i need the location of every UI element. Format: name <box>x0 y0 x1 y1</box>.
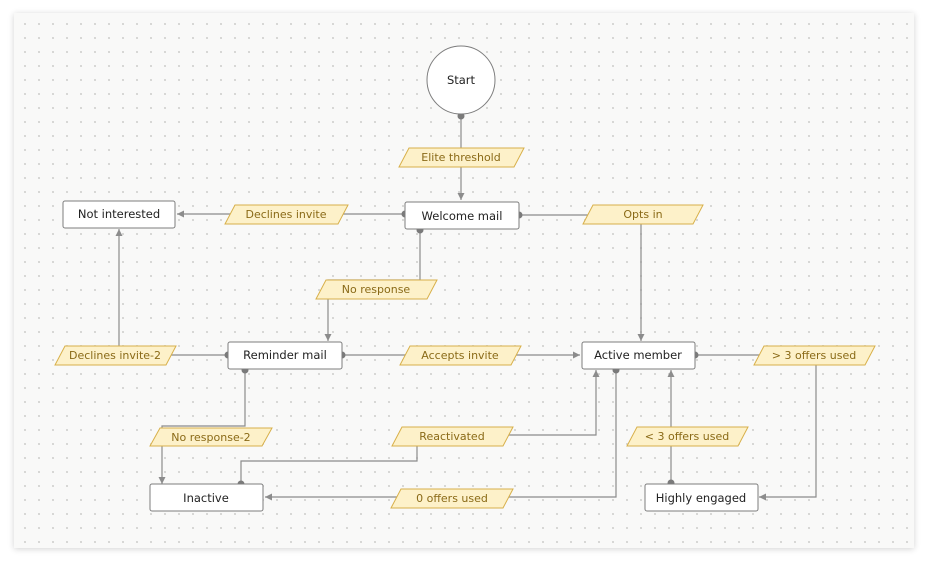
label-reactivated-text: Reactivated <box>419 430 484 443</box>
label-zero-offers: 0 offers used <box>390 488 514 509</box>
node-reminder-mail[interactable]: Reminder mail <box>227 341 343 370</box>
edge-active-to-highly-engaged <box>695 354 817 501</box>
label-declines-invite: Declines invite <box>224 204 349 225</box>
label-declines-invite-2: Declines invite-2 <box>54 345 177 366</box>
label-less-than-3-offers: < 3 offers used <box>626 426 749 447</box>
node-welcome-mail[interactable]: Welcome mail <box>404 201 520 230</box>
node-active-member[interactable]: Active member <box>581 341 696 370</box>
label-accepts-invite-text: Accepts invite <box>421 349 499 362</box>
label-accepts-invite: Accepts invite <box>399 345 522 366</box>
label-no-response: No response <box>315 279 438 300</box>
edge-inactive-to-active <box>240 370 600 484</box>
label-elite-threshold-text: Elite threshold <box>421 151 500 164</box>
node-start-label: Start <box>447 73 476 87</box>
node-reminder-mail-label: Reminder mail <box>243 348 327 362</box>
edge-active-to-inactive <box>265 370 617 501</box>
node-inactive-label: Inactive <box>183 491 229 505</box>
label-opts-in: Opts in <box>582 204 704 225</box>
label-less-than-3-offers-text: < 3 offers used <box>645 430 730 443</box>
edges <box>115 116 817 501</box>
label-more-than-3-offers-text: > 3 offers used <box>772 349 857 362</box>
label-no-response-2-text: No response-2 <box>171 431 250 444</box>
node-start[interactable]: Start <box>426 45 496 115</box>
node-inactive[interactable]: Inactive <box>149 483 264 512</box>
node-highly-engaged[interactable]: Highly engaged <box>644 483 759 512</box>
label-declines-invite-text: Declines invite <box>245 208 326 221</box>
label-more-than-3-offers: > 3 offers used <box>753 345 876 366</box>
label-no-response-text: No response <box>342 283 411 296</box>
label-no-response-2: No response-2 <box>149 427 273 447</box>
nodes: Start Welcome mail Not interested Remind… <box>62 45 759 512</box>
node-active-member-label: Active member <box>594 348 682 362</box>
edge-labels: Elite threshold Declines invite Opts in … <box>54 147 876 509</box>
node-welcome-mail-label: Welcome mail <box>422 209 503 223</box>
label-zero-offers-text: 0 offers used <box>416 492 488 505</box>
node-not-interested-label: Not interested <box>78 207 160 221</box>
label-opts-in-text: Opts in <box>623 208 662 221</box>
label-reactivated: Reactivated <box>391 426 514 447</box>
label-elite-threshold: Elite threshold <box>398 147 525 168</box>
label-declines-invite-2-text: Declines invite-2 <box>69 349 161 362</box>
node-highly-engaged-label: Highly engaged <box>656 491 746 505</box>
edge-reminder-to-not-interested <box>115 229 228 356</box>
node-not-interested[interactable]: Not interested <box>62 200 176 229</box>
edge-reminder-to-inactive <box>158 370 246 484</box>
edge-welcome-to-active <box>519 214 645 341</box>
